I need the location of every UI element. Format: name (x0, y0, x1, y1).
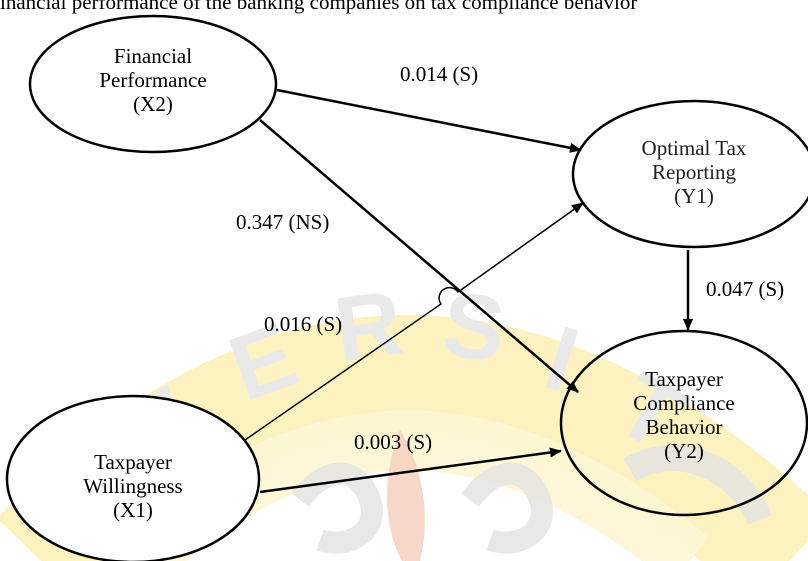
node-x1-ellipse (5, 394, 261, 561)
node-y1-label: Optimal Tax Reporting (Y1) (604, 136, 784, 208)
watermark-ornament-3 (623, 445, 773, 526)
node-y2-ellipse (559, 329, 808, 517)
node-x1-line2: Willingness (83, 474, 183, 498)
edge-x1-y1-label: 0.016 (S) (264, 312, 343, 336)
node-y1-line1: Optimal Tax (641, 136, 747, 160)
node-y2-line4: (Y2) (664, 439, 704, 463)
edge-x1-y1-arrow (244, 202, 584, 441)
node-x2-line3: (X2) (133, 92, 173, 116)
node-x2-label: Financial Performance (X2) (63, 44, 243, 116)
edge-x1-y2-label: 0.003 (S) (354, 430, 433, 454)
edge-x2-y1-label: 0.014 (S) (400, 62, 479, 86)
edge-x1-y2-arrow (259, 447, 562, 494)
node-y1-line2: Reporting (652, 160, 736, 184)
node-y1-line3: (Y1) (674, 184, 714, 208)
node-y1-ellipse (571, 99, 808, 249)
watermark-flame (387, 430, 425, 561)
edge-y1-y2-label: 0.047 (S) (706, 277, 785, 301)
node-x2-ellipse (28, 14, 278, 154)
svg-text:R: R (329, 272, 409, 382)
node-x1-label: Taxpayer Willingness (X1) (43, 450, 223, 522)
node-y2-line3: Behavior (645, 415, 723, 439)
svg-text:S: S (438, 273, 510, 381)
node-y2-label: Taxpayer Compliance Behavior (Y2) (594, 367, 774, 463)
watermark-ornament-2 (461, 462, 553, 554)
node-y2-line2: Compliance (633, 391, 735, 415)
watermark-ornament (291, 462, 383, 554)
node-x1-line3: (X1) (113, 498, 153, 522)
node-x1-line1: Taxpayer (94, 450, 172, 474)
node-x2-line1: Financial (113, 44, 193, 68)
edge-x2-y2-arrow (259, 119, 579, 393)
edge-x2-y2-label: 0.347 (NS) (236, 210, 330, 234)
node-y2-line1: Taxpayer (645, 367, 723, 391)
edge-x2-y1-arrow (276, 88, 582, 153)
node-x2-line2: Performance (99, 68, 207, 92)
header-caption: inancial performance of the banking comp… (0, 0, 638, 14)
